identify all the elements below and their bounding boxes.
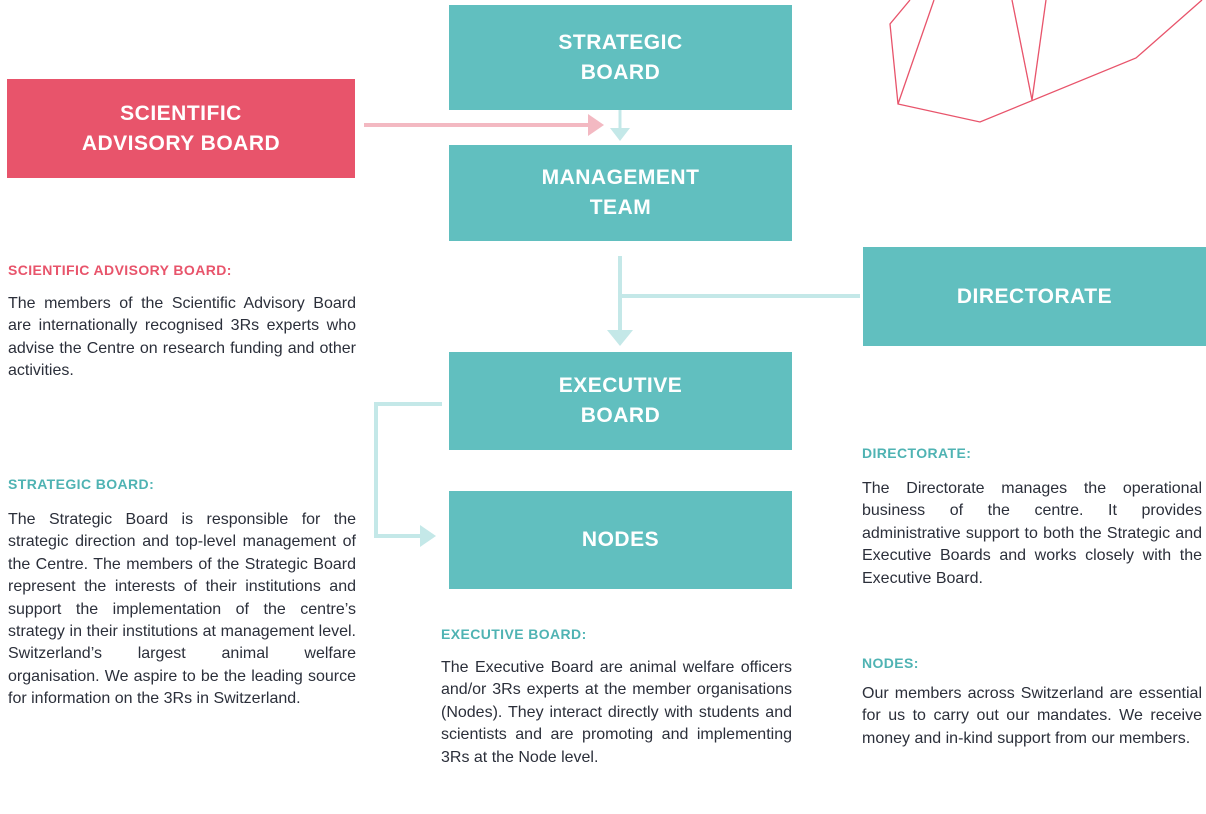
- scientific-advisory-board-heading: SCIENTIFIC ADVISORY BOARD:: [8, 262, 232, 278]
- nodes-description: Our members across Switzerland are essen…: [862, 685, 1202, 747]
- strategic-board-heading: STRATEGIC BOARD:: [8, 476, 155, 492]
- strategic-board-box: STRATEGIC BOARD: [449, 5, 792, 110]
- executive-board-description: The Executive Board are animal welfare o…: [441, 659, 792, 766]
- management-team-box: MANAGEMENT TEAM: [449, 145, 792, 241]
- strategic-board-description: The Strategic Board is responsible for t…: [8, 511, 356, 708]
- scientific-advisory-board-description: The members of the Scientific Advisory B…: [8, 295, 356, 380]
- decorative-outline: [889, 0, 1203, 123]
- nodes-box: NODES: [449, 491, 792, 589]
- management-executive-arrowhead: [607, 330, 633, 346]
- executive-board-heading: EXECUTIVE BOARD:: [441, 626, 587, 642]
- directorate-box: DIRECTORATE: [863, 247, 1206, 346]
- scientific-advisory-board-box: SCIENTIFIC ADVISORY BOARD: [7, 79, 355, 178]
- directorate-heading: DIRECTORATE:: [862, 445, 972, 461]
- executive-nodes-arrowhead: [420, 525, 436, 547]
- advisory-arrowhead: [588, 114, 604, 136]
- strategic-management-arrowhead: [610, 128, 630, 141]
- nodes-heading: NODES:: [862, 655, 919, 671]
- directorate-description: The Directorate manages the operational …: [862, 480, 1202, 587]
- executive-board-box: EXECUTIVE BOARD: [449, 352, 792, 450]
- executive-nodes-connector: [374, 402, 442, 538]
